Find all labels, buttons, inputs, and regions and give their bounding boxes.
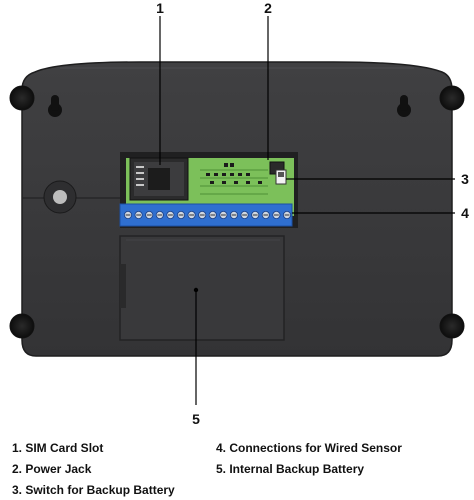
sim-card-slot: [129, 157, 189, 201]
legend-item-backup-battery-switch: 3. Switch for Backup Battery: [12, 483, 175, 497]
callout-2: 2: [264, 0, 272, 16]
backup-battery-switch: [275, 169, 287, 185]
rubber-foot-top-left: [9, 85, 35, 111]
legend-item-internal-backup-battery: 5. Internal Backup Battery: [216, 462, 365, 476]
leader-dot-5: [193, 287, 199, 293]
callout-1: 1: [156, 0, 164, 16]
battery-compartment: [119, 235, 285, 341]
screw-boss: [43, 180, 77, 214]
callout-3: 3: [461, 171, 469, 187]
legend-item-wired-sensor-connections: 4. Connections for Wired Sensor: [216, 441, 402, 455]
callout-4: 4: [461, 205, 469, 221]
board-components: [206, 163, 262, 184]
keyhole-slot-right: [397, 95, 411, 117]
board-traces: [200, 169, 268, 195]
rubber-foot-top-right: [439, 85, 465, 111]
leader-lines: [159, 16, 455, 405]
keyhole-slot-left: [48, 95, 62, 117]
rubber-foot-bottom-left: [9, 313, 35, 339]
rubber-foot-bottom-right: [439, 313, 465, 339]
legend-item-sim-card-slot: 1. SIM Card Slot: [12, 441, 104, 455]
callout-5: 5: [192, 411, 200, 427]
legend-item-power-jack: 2. Power Jack: [12, 462, 92, 476]
